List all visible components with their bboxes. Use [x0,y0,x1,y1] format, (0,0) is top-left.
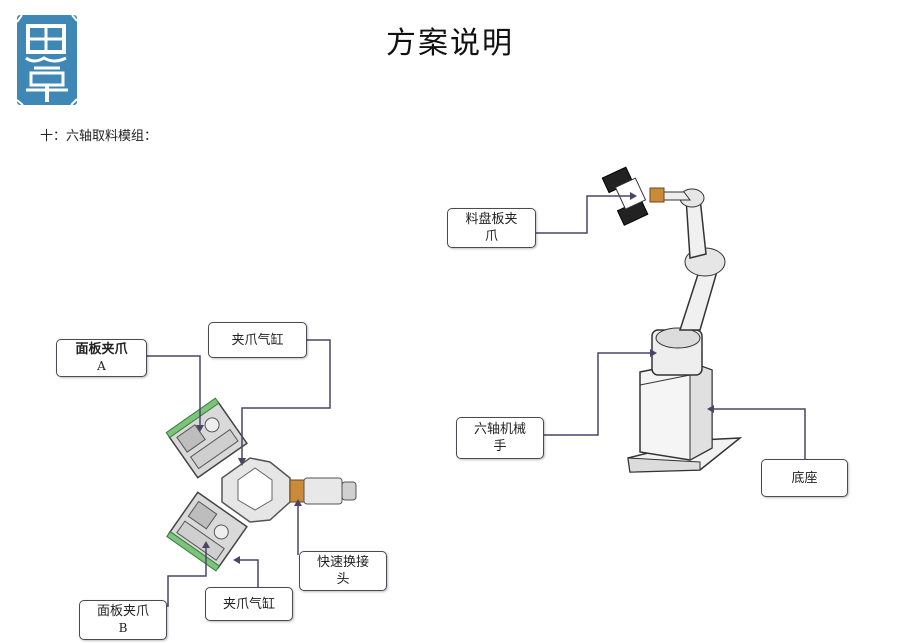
callout-gripper-cylinder-top: 夹爪气缸 [208,322,307,358]
section-heading: 十：六轴取料模组： [40,129,158,144]
callout-panel-gripper-b: 面板夹爪 B [79,600,167,640]
callout-six-axis-robot-line2: 手 [493,439,507,454]
callout-quick-connector: 快速换接 头 [299,551,387,591]
callout-gripper-cylinder-bottom-line1: 夹爪气缸 [222,596,275,612]
callout-gripper-cylinder-top-line1: 夹爪气缸 [231,332,284,348]
callout-six-axis-robot: 六轴机械 手 [456,417,544,459]
callout-base: 底座 [761,459,848,497]
callout-tray-gripper: 料盘板夹 爪 [447,208,536,248]
callout-panel-gripper-b-line2: B [118,621,128,635]
callout-six-axis-robot-line1: 六轴机械 [473,422,526,437]
callout-base-line1: 底座 [791,470,818,486]
leader-lines [126,195,806,607]
leader-arrowheads [196,192,714,564]
callout-panel-gripper-a-line1: 面板夹爪 [75,342,128,357]
callout-tray-gripper-line2: 爪 [484,229,498,244]
page-title: 方案说明 [386,26,514,61]
gripper-assembly-drawing [165,397,357,572]
company-logo [14,12,80,108]
callout-panel-gripper-b-line1: 面板夹爪 [96,604,149,619]
callout-quick-connector-line2: 头 [336,572,350,587]
callout-quick-connector-line1: 快速换接 [316,555,369,570]
callout-gripper-cylinder-bottom: 夹爪气缸 [205,587,293,621]
callout-panel-gripper-a: 面板夹爪 A [56,339,147,377]
callout-tray-gripper-line1: 料盘板夹 [465,212,518,227]
callout-panel-gripper-a-line2: A [97,359,106,373]
six-axis-robot-drawing [601,166,743,473]
